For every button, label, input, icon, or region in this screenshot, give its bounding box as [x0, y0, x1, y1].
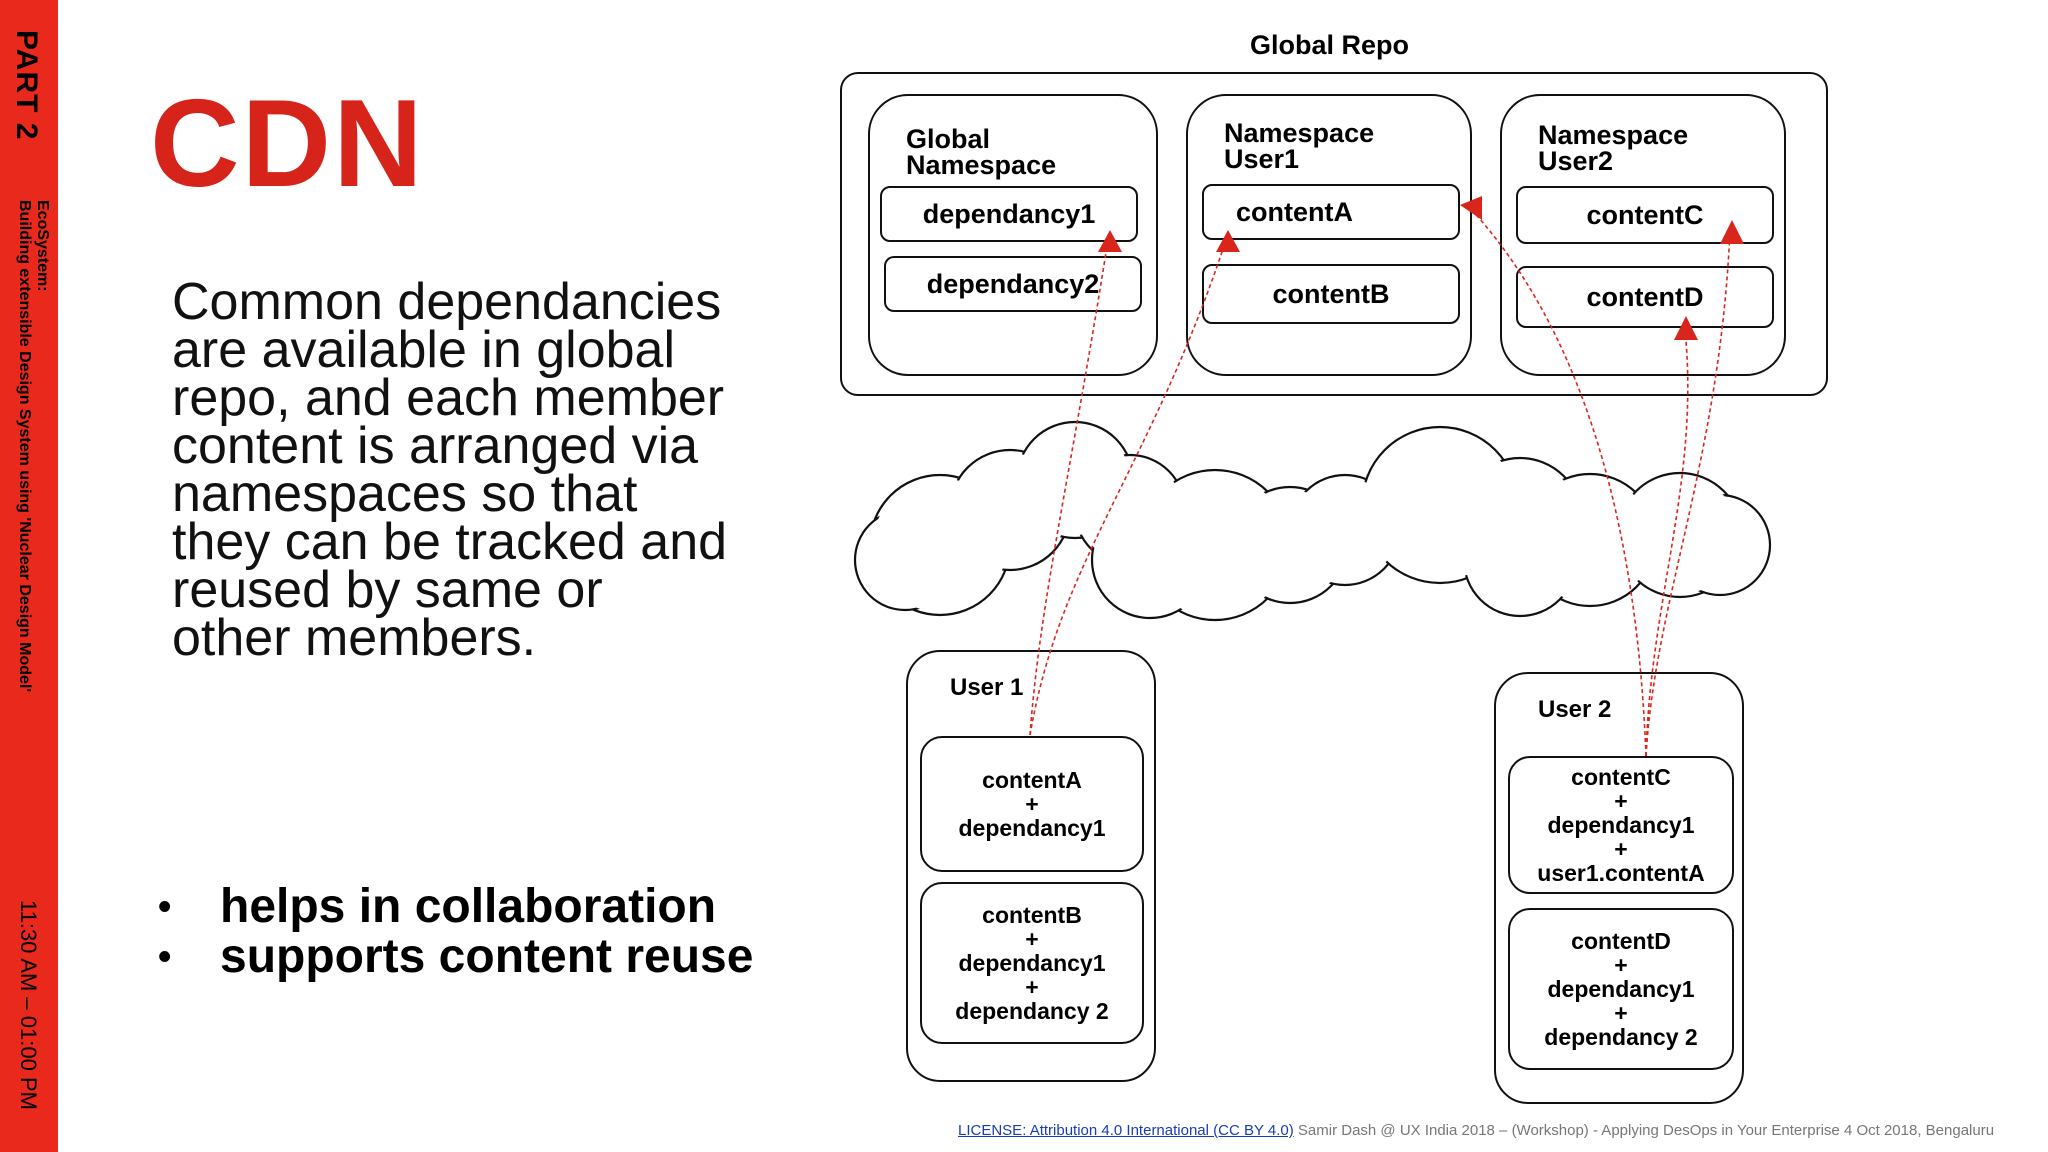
bullet-content-reuse: supports content reuse	[158, 932, 753, 983]
arrow-user2c-to-contentD	[1645, 329, 1689, 757]
user2-content-d-line4: +	[1614, 1000, 1628, 1026]
bullet-collaboration: helps in collaboration	[158, 882, 753, 933]
arrowhead-contentD	[1674, 316, 1698, 340]
user1-content-b-line2: +	[1025, 926, 1039, 952]
item-contentA: contentA	[1202, 184, 1460, 240]
item-dependancy2: dependancy2	[884, 256, 1142, 312]
namespace-global-title: Global Namespace	[906, 124, 1057, 180]
user2-content-c-line1: contentC	[1571, 764, 1671, 790]
item-contentD: contentD	[1516, 266, 1774, 328]
arrowhead-contentC	[1720, 220, 1744, 244]
bullet-list: helps in collaboration supports content …	[158, 882, 753, 983]
item-dependancy1: dependancy1	[880, 186, 1138, 242]
arrowhead-dependancy1	[1098, 230, 1122, 252]
user2-content-c-line2: +	[1614, 788, 1628, 814]
arrow-user2c-to-contentA	[1469, 207, 1647, 757]
user2-content-c-line4: +	[1614, 836, 1628, 862]
global-repo-title: Global Repo	[1250, 30, 1410, 60]
user2-content-c-line5: user1.contentA	[1537, 860, 1705, 886]
slide-title: CDN	[150, 75, 425, 213]
user2-content-c: contentC + dependancy1 + user1.contentA	[1508, 756, 1734, 894]
user2-content-d-line3: dependancy1	[1547, 976, 1695, 1002]
user1-content-a-line1: contentA	[982, 767, 1082, 793]
dependency-arrows	[1029, 207, 1731, 757]
user2-content-d-line1: contentD	[1571, 928, 1671, 954]
user1-content-b: contentB + dependancy1 + dependancy 2	[920, 882, 1144, 1044]
description-text: Common dependancies are available in glo…	[172, 273, 728, 667]
namespace-user2-title: Namespace User2	[1538, 120, 1689, 176]
user2-content-d: contentD + dependancy1 + dependancy 2	[1508, 908, 1734, 1070]
arrow-user2c-to-contentC	[1645, 229, 1731, 757]
user1-title: User 1	[950, 674, 1024, 701]
user1-content-b-line3: dependancy1	[958, 950, 1106, 976]
user2-title: User 2	[1538, 696, 1612, 723]
user1-content-a: contentA + dependancy1	[920, 736, 1144, 872]
item-contentB: contentB	[1202, 264, 1460, 324]
license-link[interactable]: LICENSE: Attribution 4.0 International (…	[958, 1122, 1294, 1139]
arrowhead-contentA-right	[1460, 196, 1482, 220]
arrowhead-contentA-left	[1216, 230, 1240, 252]
footer: LICENSE: Attribution 4.0 International (…	[958, 1122, 1994, 1139]
arrow-user1a-to-dependancy1	[1029, 239, 1109, 736]
namespace-user1-title: Namespace User1	[1224, 118, 1375, 174]
sidebar: PART 2 EcoSystem: Building extensible De…	[0, 0, 58, 1152]
item-contentC: contentC	[1516, 186, 1774, 244]
user2-content-c-line3: dependancy1	[1547, 812, 1695, 838]
arrow-user1a-to-contentA	[1029, 239, 1227, 736]
arrow-heads	[1098, 196, 1744, 340]
user1-content-b-line1: contentB	[982, 902, 1082, 928]
user1-content-a-line2: +	[1025, 791, 1039, 817]
user1-content-b-line4: +	[1025, 974, 1039, 1000]
user1-content-b-line5: dependancy 2	[955, 998, 1109, 1024]
user2-content-d-line5: dependancy 2	[1544, 1024, 1698, 1050]
cloud-fill	[858, 425, 1767, 617]
user1-content-a-line3: dependancy1	[958, 815, 1106, 841]
footer-credit: Samir Dash @ UX India 2018 – (Workshop) …	[1293, 1122, 1995, 1139]
user2-content-d-line2: +	[1614, 952, 1628, 978]
